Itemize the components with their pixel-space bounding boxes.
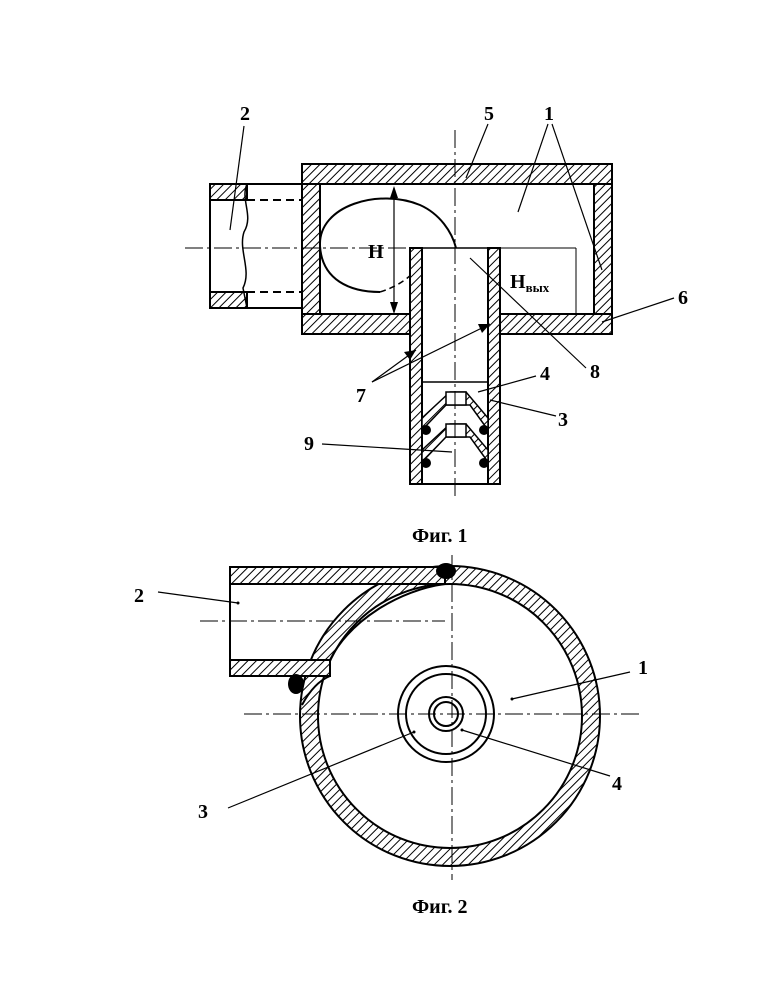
- fig1-label-4: 4: [540, 363, 550, 385]
- fig1-label-2: 2: [240, 103, 250, 125]
- dimension-h: H: [368, 241, 384, 263]
- inlet-break-line: [242, 184, 247, 308]
- inlet-pipe-bottom-wall: [210, 292, 247, 308]
- inlet-opening: [320, 198, 456, 248]
- fig1-label-9: 9: [304, 433, 314, 455]
- dimension-hout: Hвых: [510, 271, 550, 295]
- fig2-label-4: 4: [612, 773, 622, 795]
- top-wall: [302, 164, 612, 184]
- fig1-label-5: 5: [484, 103, 494, 125]
- fig1-label-3: 3: [558, 409, 568, 431]
- body-ring: [309, 575, 591, 857]
- outlet-tube-right-wall: [488, 248, 500, 484]
- figure-2-caption: Фиг. 2: [412, 896, 468, 918]
- inlet-bottom-wall: [230, 660, 330, 676]
- bottom-wall-left: [302, 314, 414, 334]
- fig1-label-8: 8: [590, 361, 600, 383]
- inlet-pipe-top-wall: [210, 184, 247, 200]
- bottom-wall-right: [500, 314, 612, 334]
- inlet-top-wall: [230, 567, 445, 584]
- figure-1: H Hвых 2 5 1 6 8 7 4 3 9 Фиг. 1: [185, 103, 688, 547]
- weld-top: [436, 563, 456, 579]
- right-wall: [594, 184, 612, 314]
- figure-1-caption: Фиг. 1: [412, 525, 468, 547]
- fig2-label-2: 2: [134, 585, 144, 607]
- figure-2: 2 1 3 4 Фиг. 2: [134, 555, 648, 918]
- fig1-label-1: 1: [544, 103, 554, 125]
- fig2-label-1: 1: [638, 657, 648, 679]
- outlet-tube-left-wall: [410, 248, 422, 484]
- fig2-label-3: 3: [198, 801, 208, 823]
- left-wall: [302, 184, 320, 314]
- weld-bottom: [288, 674, 304, 694]
- fig1-label-6: 6: [678, 287, 688, 309]
- fig1-label-7: 7: [356, 385, 366, 407]
